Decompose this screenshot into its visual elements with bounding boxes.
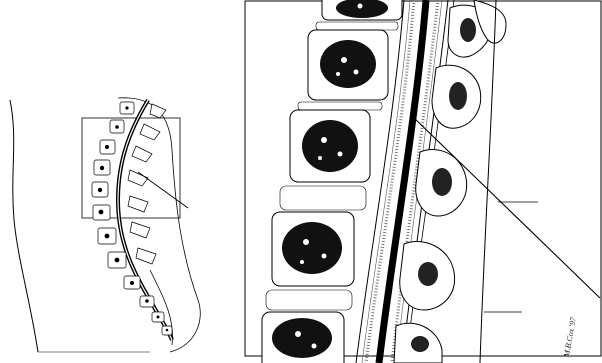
- spinous-process-overview: [150, 104, 166, 118]
- detail-drawing: [244, 0, 602, 363]
- spinous-process-overview: [132, 146, 152, 162]
- overview-drawing: [0, 0, 240, 363]
- vertebral-bodies: [92, 102, 172, 335]
- detail-panel: M.B.Cox '97: [244, 0, 602, 363]
- skin-line: [480, 0, 496, 363]
- spinous-process-overview: [140, 124, 160, 140]
- disc: [266, 290, 352, 310]
- disc: [298, 102, 382, 110]
- overview-panel: [0, 0, 240, 363]
- body-outline-back: [10, 100, 38, 352]
- disc: [316, 22, 398, 30]
- disc: [280, 186, 366, 210]
- spinous-process-overview: [136, 248, 156, 264]
- spinous-process-overview: [128, 196, 148, 212]
- spinous-process-overview: [130, 222, 150, 238]
